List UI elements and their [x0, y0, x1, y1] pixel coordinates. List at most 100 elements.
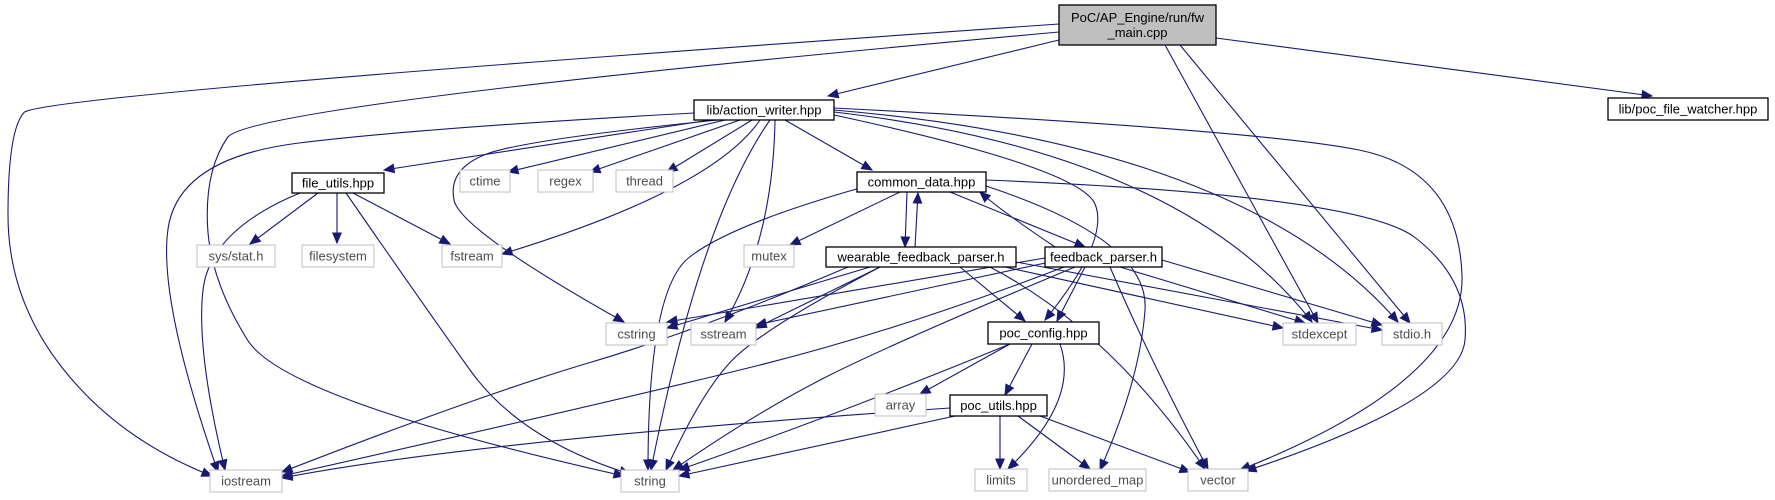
node-vector: vector: [1187, 468, 1249, 492]
node-label: regex: [549, 174, 582, 189]
node-label: cstring: [617, 327, 655, 342]
edge-arrowhead: [1056, 309, 1067, 323]
edge-common_data-to-mutex: [788, 191, 901, 246]
edge-line: [833, 109, 1399, 323]
edge-poc_config-to-string: [677, 343, 1011, 472]
edge-line: [647, 187, 861, 471]
edge-action_writer-to-poc_config: [833, 114, 1099, 322]
edge-line: [7, 23, 1060, 477]
edge-line: [1017, 415, 1091, 470]
edge-arrowhead: [1387, 310, 1399, 323]
edge-line: [666, 119, 753, 173]
edge-arrowhead: [1099, 458, 1109, 472]
edge-line: [352, 192, 451, 245]
node-label: thread: [626, 174, 663, 189]
node-action-writer[interactable]: lib/action_writer.hpp: [693, 99, 835, 121]
node-cstring: cstring: [605, 322, 668, 346]
edge-feedback_parser-to-common_data: [979, 191, 1056, 248]
edge-line: [1109, 266, 1209, 470]
edge-action_writer-to-iostream: [166, 112, 695, 474]
edge-action_writer-to-cstring: [452, 119, 719, 323]
edge-line: [833, 111, 1313, 323]
node-box: [743, 244, 795, 268]
node-file-utils[interactable]: file_utils.hpp: [291, 172, 385, 194]
edge-wearable_feedback_parser-to-cstring: [665, 266, 871, 330]
edge-line: [1161, 259, 1383, 326]
edge-poc_config-to-limits: [1007, 343, 1065, 470]
edge-wearable_feedback_parser-to-iostream: [280, 266, 849, 473]
node-label: lib/poc_file_watcher.hpp: [1619, 102, 1758, 117]
node-label: wearable_feedback_parser.h: [837, 250, 1005, 265]
edge-main-to-poc_file_watcher: [1215, 37, 1654, 100]
edge-line: [452, 119, 719, 323]
edge-line: [666, 257, 1046, 323]
node-box: [615, 169, 674, 193]
edge-arrowhead: [677, 468, 691, 479]
node-label: lib/action_writer.hpp: [707, 103, 822, 118]
edge-action_writer-to-sstream: [724, 119, 776, 324]
edge-line: [989, 266, 1206, 470]
node-label: stdio.h: [1393, 327, 1431, 342]
edge-wearable_feedback_parser-to-vector: [989, 266, 1206, 471]
edge-line: [678, 343, 1011, 471]
node-label: feedback_parser.h: [1050, 250, 1157, 265]
node-feedback-parser[interactable]: feedback_parser.h: [1044, 246, 1163, 268]
edge-file_utils-to-string: [345, 192, 632, 476]
edge-line: [383, 119, 711, 171]
edge-arrowhead: [1370, 317, 1384, 327]
node-box: [974, 468, 1028, 492]
edge-wearable_feedback_parser-to-common_data: [912, 191, 923, 248]
node-limits: limits: [974, 468, 1028, 492]
node-wearable-feedback-parser[interactable]: wearable_feedback_parser.h: [825, 246, 1017, 268]
node-label: sstream: [700, 327, 746, 342]
edge-arrowhead: [1178, 463, 1192, 473]
edge-arrowhead: [900, 236, 911, 249]
edge-arrowhead: [677, 461, 691, 472]
edge-arrowhead: [438, 234, 452, 245]
node-stdio: stdio.h: [1381, 322, 1443, 346]
node-fstream: fstream: [441, 244, 503, 268]
node-label: sys/stat.h: [209, 249, 264, 264]
edge-line: [206, 31, 1060, 477]
edge-action_writer-to-common_data: [784, 119, 874, 171]
node-main[interactable]: PoC/AP_Engine/run/fw_main.cpp: [1058, 4, 1217, 46]
node-label: vector: [1200, 473, 1236, 488]
node-box: [209, 469, 283, 493]
node-array: array: [874, 393, 927, 417]
node-box: [291, 172, 385, 194]
edge-arrowhead: [612, 312, 626, 323]
edge-arrowhead: [860, 160, 874, 171]
edge-line: [985, 185, 1146, 471]
node-common-data[interactable]: common_data.hpp: [856, 171, 987, 193]
edge-arrowhead: [918, 384, 932, 395]
edge-arrowhead: [217, 458, 228, 472]
node-poc-config[interactable]: poc_config.hpp: [987, 321, 1100, 345]
edge-action_writer-to-file_utils: [382, 119, 711, 174]
edge-arrowhead: [506, 164, 520, 175]
edge-arrowhead: [332, 232, 342, 245]
edge-line: [507, 119, 726, 173]
edge-arrowhead: [1004, 383, 1015, 397]
node-box: [856, 171, 987, 193]
edge-poc_utils-to-string: [677, 415, 956, 479]
node-box: [1044, 246, 1163, 268]
edge-line: [949, 191, 1086, 248]
node-poc-utils[interactable]: poc_utils.hpp: [949, 394, 1048, 417]
edge-main-to-action_writer: [826, 39, 1060, 99]
node-box: [987, 321, 1100, 345]
node-poc-file-watcher[interactable]: lib/poc_file_watcher.hpp: [1607, 97, 1769, 121]
edge-arrowhead: [1244, 462, 1258, 473]
node-label: stdexcept: [1292, 327, 1348, 342]
edge-arrowhead: [1271, 320, 1285, 331]
edge-arrowhead: [248, 233, 262, 245]
edge-feedback_parser-to-string: [671, 266, 1076, 471]
edge-file_utils-to-sys_stat: [248, 192, 319, 245]
node-mutex: mutex: [743, 244, 795, 268]
edge-poc_config-to-array: [918, 343, 1011, 395]
edge-action_writer-to-stdio: [833, 109, 1399, 323]
edge-action_writer-to-vector: [833, 107, 1463, 471]
edge-poc_config-to-poc_utils: [1004, 343, 1033, 397]
edge-arrowhead: [209, 460, 220, 474]
node-regex: regex: [537, 169, 594, 193]
